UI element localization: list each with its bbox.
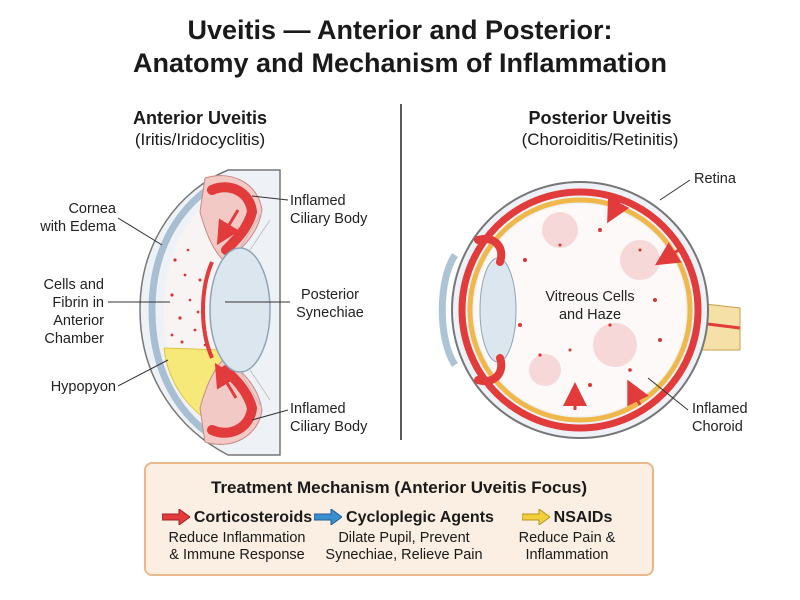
yellow-arrow-icon	[521, 508, 551, 526]
label-ciliary-top: Inflamed Ciliary Body	[290, 193, 368, 227]
label-cornea: Cornea with Edema	[40, 201, 116, 235]
label-synechiae: Posterior Synechiae	[296, 287, 364, 321]
posterior-subheading: (Choroiditis/Retinitis)	[521, 130, 679, 149]
agent-cycloplegic: Cycloplegic Agents Dilate Pupil, Prevent…	[313, 508, 494, 564]
label-hypopyon: Hypopyon	[50, 379, 116, 395]
anterior-subheading: (Iritis/Iridocyclitis)	[134, 130, 266, 149]
cornea-shape	[148, 176, 224, 446]
title-line-1: Uveitis — Anterior and Posterior:	[187, 15, 613, 45]
blue-arrow-icon	[313, 508, 343, 526]
lens	[209, 247, 271, 373]
anterior-heading-block: Anterior Uveitis (Iritis/Iridocyclitis)	[20, 108, 380, 150]
agent-nsaids: NSAIDs Reduce Pain & Inflammation	[518, 508, 616, 563]
label-cells-fibrin: Cells and Fibrin in Anterior Chamber	[43, 277, 104, 347]
posterior-lens	[479, 257, 517, 363]
posterior-heading: Posterior Uveitis	[528, 108, 672, 128]
page-title: Uveitis — Anterior and Posterior: Anatom…	[0, 14, 800, 80]
red-arrow-icon	[161, 508, 191, 526]
treatment-title: Treatment Mechanism (Anterior Uveitis Fo…	[211, 478, 587, 497]
label-retina: Retina	[694, 171, 736, 187]
label-choroid: Inflamed Choroid	[692, 401, 748, 435]
title-line-2: Anatomy and Mechanism of Inflammation	[132, 48, 668, 78]
anterior-eye	[108, 169, 290, 456]
agent-corticosteroids: Corticosteroids Reduce Inflammation & Im…	[152, 508, 322, 564]
section-divider	[400, 104, 402, 440]
posterior-heading-block: Posterior Uveitis (Choroiditis/Retinitis…	[420, 108, 780, 150]
posterior-eye	[438, 179, 741, 439]
anterior-heading: Anterior Uveitis	[132, 108, 268, 128]
treatment-box: Treatment Mechanism (Anterior Uveitis Fo…	[144, 462, 654, 576]
label-vitreous: Vitreous Cells and Haze	[545, 289, 635, 323]
label-ciliary-bottom: Inflamed Ciliary Body	[290, 401, 368, 435]
